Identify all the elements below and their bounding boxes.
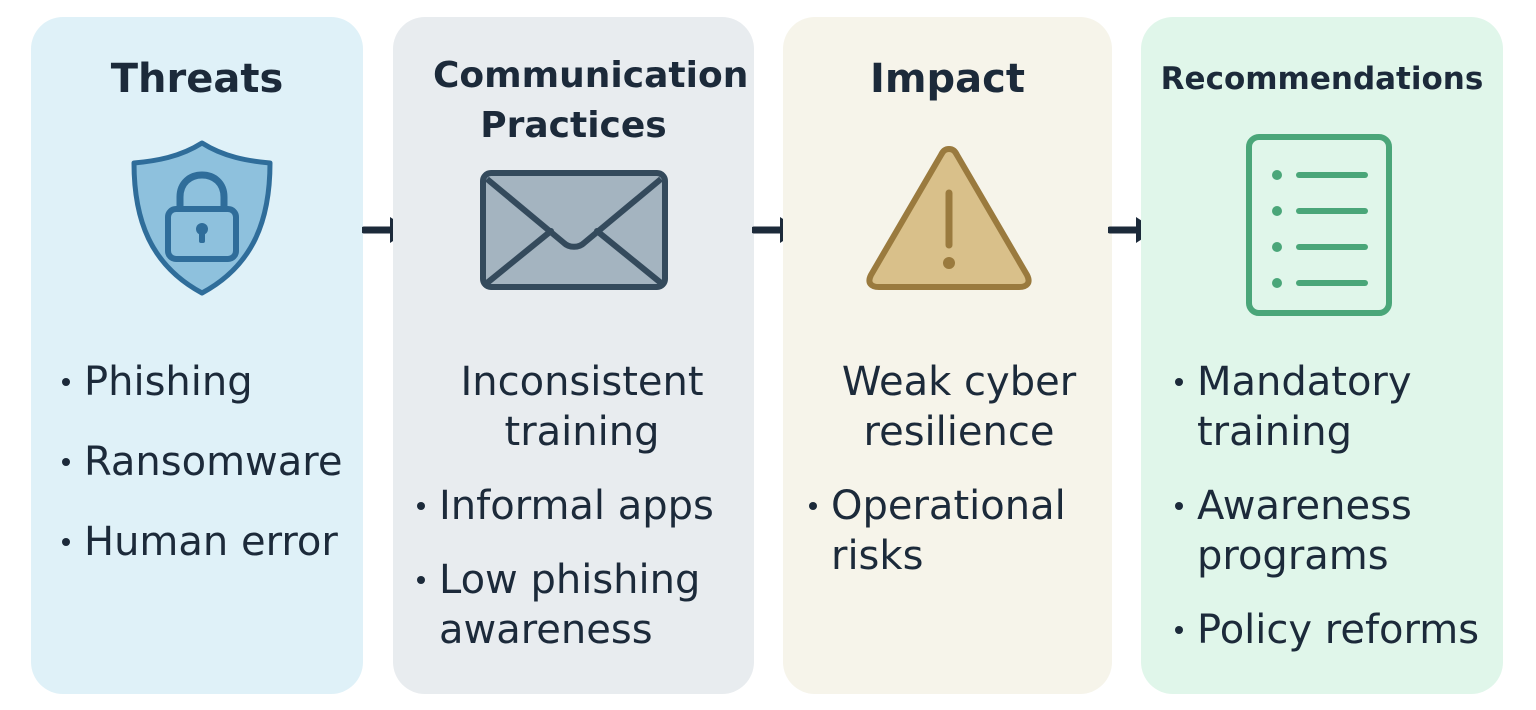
list-item: Policy reforms [1175, 605, 1500, 655]
envelope-icon [480, 170, 668, 290]
list-item: Mandatory training [1175, 357, 1437, 457]
impact-panel: Impact Weak cyber resilience Operational… [783, 17, 1112, 694]
checklist-icon [1246, 134, 1392, 316]
impact-list: Weak cyber resilience Operational risks [809, 357, 1109, 605]
list-item: Awareness programs [1175, 481, 1437, 581]
recommendations-list: Mandatory training Awareness programs Po… [1175, 357, 1500, 679]
list-item: Inconsistent training [460, 359, 704, 455]
impact-title: Impact [869, 56, 1026, 102]
communication-title: Communication Practices [433, 55, 749, 146]
recommendations-panel: Recommendations Mandatory training Aware… [1141, 17, 1503, 694]
list-item: Weak cyber resilience [841, 359, 1077, 455]
list-item: Informal apps [417, 481, 747, 531]
warning-icon [866, 146, 1032, 290]
list-item: Low phishing awareness [417, 555, 747, 655]
shield-lock-icon [131, 140, 273, 296]
list-item: Phishing [62, 357, 362, 407]
list-item: Ransomware [62, 437, 362, 487]
list-item: Human error [62, 517, 362, 567]
threats-title: Threats [110, 56, 284, 102]
recommendations-title: Recommendations [1160, 61, 1484, 97]
communication-panel: Communication Practices Inconsistent tra… [393, 17, 754, 694]
list-item: Operational risks [809, 481, 1071, 581]
communication-list: Inconsistent training Informal apps Low … [417, 357, 747, 679]
threats-list: Phishing Ransomware Human error [62, 357, 362, 597]
threats-panel: Threats Phishing Ransomware Human error [31, 17, 363, 694]
